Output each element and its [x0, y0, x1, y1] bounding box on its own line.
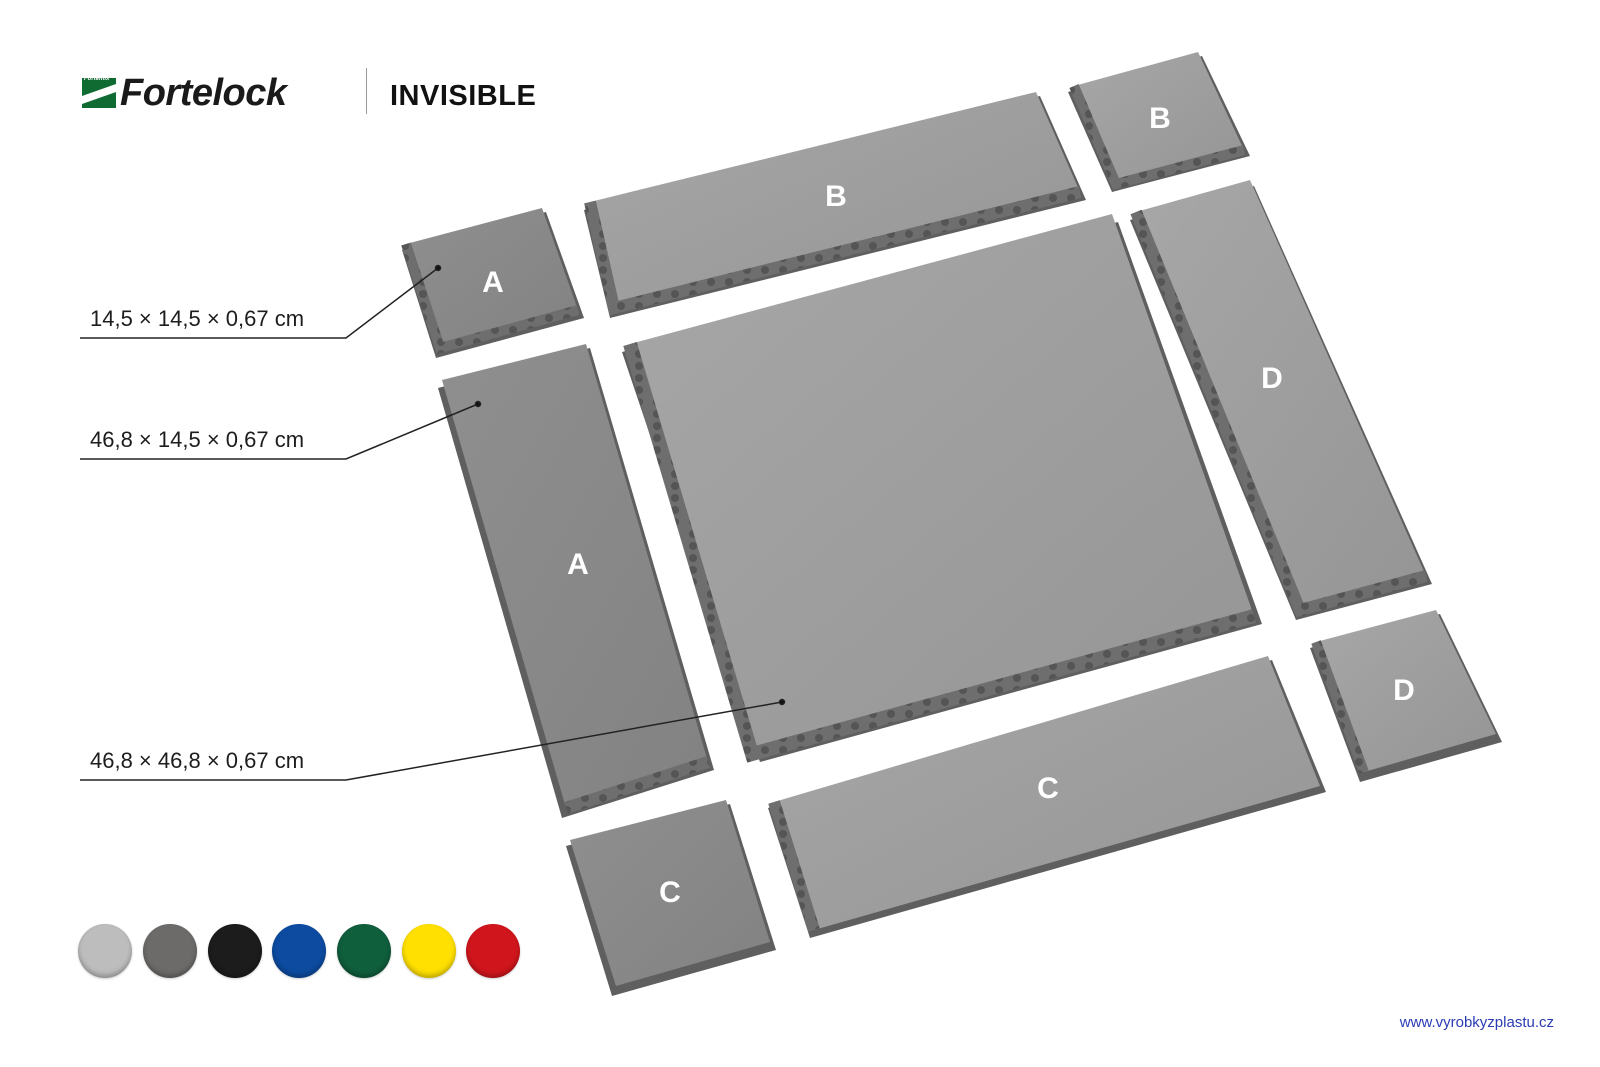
- tile-a-long: A: [438, 344, 714, 818]
- tile-d-long-label: D: [1261, 362, 1283, 395]
- tile-b-small-label: B: [1149, 102, 1171, 135]
- tile-a-small: A: [401, 208, 584, 358]
- leader-dot-3: [778, 698, 786, 706]
- color-swatch-black[interactable]: [208, 924, 262, 978]
- dimension-label-small: 14,5 × 14,5 × 0,67 cm: [90, 306, 305, 331]
- tile-main: [622, 214, 1262, 763]
- color-swatch-blue[interactable]: [272, 924, 326, 978]
- tile-d-long: D: [1130, 180, 1432, 620]
- fortemix-logo-icon: [82, 78, 116, 108]
- tile-d-small: D: [1310, 610, 1502, 782]
- tile-c-long-label: C: [1037, 772, 1059, 805]
- color-swatch-dark-grey[interactable]: [143, 924, 197, 978]
- leader-line-1: [80, 267, 439, 339]
- leader-line-2: [80, 403, 479, 460]
- product-name: INVISIBLE: [390, 80, 537, 112]
- leader-dot-2: [474, 400, 482, 408]
- color-swatch-yellow[interactable]: [402, 924, 456, 978]
- color-swatch-red[interactable]: [466, 924, 520, 978]
- logo-divider: [366, 68, 367, 114]
- dimension-label-main: 46,8 × 46,8 × 0,67 cm: [90, 748, 305, 773]
- leader-dot-1: [434, 264, 442, 272]
- tile-d-small-label: D: [1393, 674, 1415, 707]
- tile-c-small: C: [566, 800, 776, 996]
- brand-logo: Fortemix Fortelock INVISIBLE: [82, 68, 582, 114]
- tile-a-long-label: A: [567, 548, 589, 581]
- parent-brand-text: Fortemix: [84, 76, 110, 82]
- leader-line-3: [80, 701, 783, 781]
- tile-a-small-label: A: [482, 266, 504, 299]
- dimension-label-long: 46,8 × 14,5 × 0,67 cm: [90, 427, 305, 452]
- color-swatch-light-grey[interactable]: [78, 924, 132, 978]
- tile-c-long: C: [768, 656, 1326, 938]
- website-link[interactable]: www.vyrobkyzplastu.cz: [1399, 1014, 1554, 1031]
- tile-c-small-label: C: [659, 876, 681, 909]
- tile-b-small: B: [1068, 52, 1250, 192]
- brand-name: Fortelock: [120, 72, 287, 114]
- dimension-leaders: [80, 264, 786, 781]
- tile-b-long: B: [584, 92, 1086, 318]
- color-swatch-green[interactable]: [337, 924, 391, 978]
- tile-b-long-label: B: [825, 180, 847, 213]
